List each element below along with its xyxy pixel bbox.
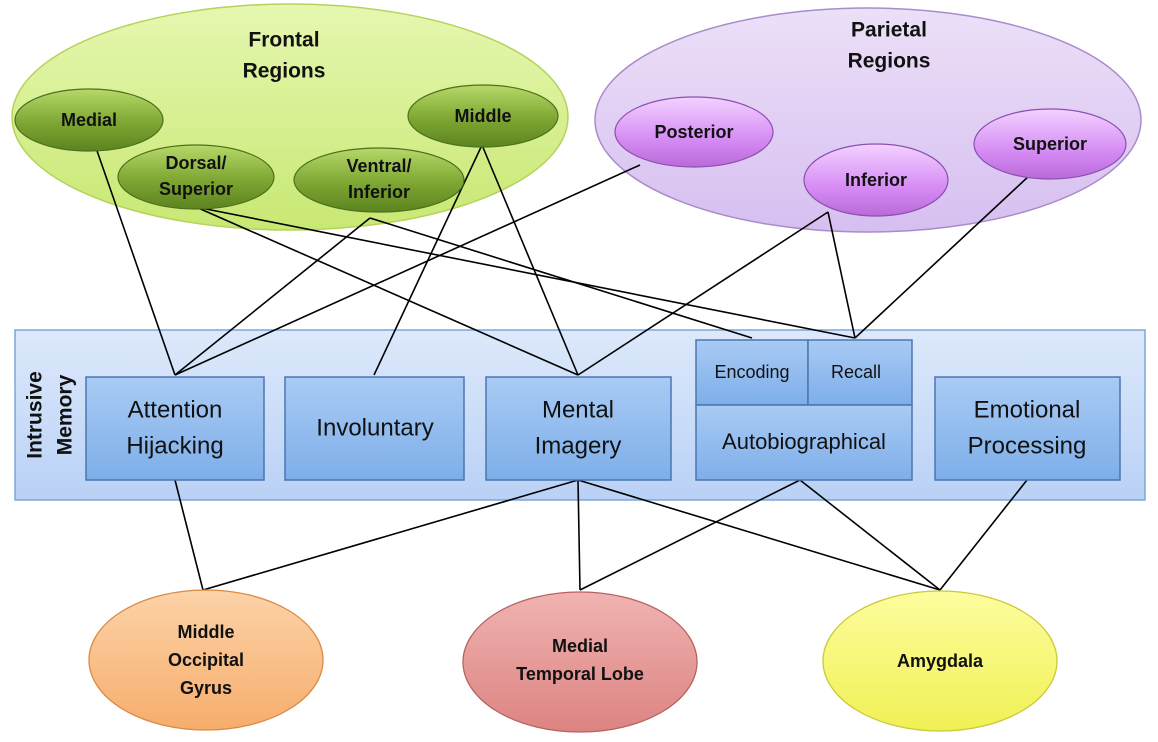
line-superior-recall xyxy=(854,174,1031,339)
line-medial-attention xyxy=(94,144,176,376)
temporal-label-1: Medial xyxy=(552,636,608,656)
encoding-label: Encoding xyxy=(714,362,789,382)
box-recall: Recall xyxy=(807,339,913,406)
frontal-node-medial: Medial xyxy=(14,88,164,152)
frontal-ventral-label-2: Inferior xyxy=(348,182,410,202)
parietal-title-line1: Parietal xyxy=(851,19,927,42)
mental-label-2: Imagery xyxy=(535,432,622,459)
box-mental-imagery: Mental Imagery xyxy=(485,376,672,481)
parietal-inferior-label: Inferior xyxy=(845,170,907,190)
temporal-label-2: Temporal Lobe xyxy=(516,664,644,684)
line-attention-occipital xyxy=(174,479,204,591)
amygdala-label: Amygdala xyxy=(897,651,984,671)
involuntary-label: Involuntary xyxy=(316,414,433,441)
emotional-label-2: Processing xyxy=(968,432,1087,459)
frontal-dorsal-label-2: Superior xyxy=(159,179,233,199)
line-inferior-mental xyxy=(577,211,829,376)
recall-label: Recall xyxy=(831,362,881,382)
line-middle-mental xyxy=(481,144,579,376)
parietal-regions-ellipse xyxy=(594,7,1142,233)
frontal-middle-label: Middle xyxy=(455,106,512,126)
box-involuntary: Involuntary xyxy=(284,376,465,481)
node-middle-occipital-gyrus: Middle Occipital Gyrus xyxy=(88,589,324,731)
parietal-title-line2: Regions xyxy=(848,50,931,73)
autobiographical-label: Autobiographical xyxy=(722,429,886,454)
line-mental-occipital xyxy=(202,479,579,591)
line-ventral-attention xyxy=(174,217,371,376)
frontal-title-line1: Frontal xyxy=(248,29,319,52)
intrusive-memory-line1: Intrusive xyxy=(24,371,47,459)
frontal-ventral-label-1: Ventral/ xyxy=(346,156,411,176)
frontal-node-middle: Middle xyxy=(407,84,559,148)
occipital-label-2: Occipital xyxy=(168,650,244,670)
line-posterior-attention xyxy=(174,164,641,376)
line-autobio-amygdala xyxy=(799,479,941,591)
occipital-label-1: Middle xyxy=(178,622,235,642)
mental-label-1: Mental xyxy=(542,396,614,423)
attention-label-2: Hijacking xyxy=(126,432,223,459)
parietal-node-posterior: Posterior xyxy=(614,96,774,168)
intrusive-memory-label: Intrusive Memory xyxy=(24,371,77,459)
frontal-title-line2: Regions xyxy=(243,60,326,83)
connection-lines xyxy=(94,144,1031,591)
frontal-dorsal-label-1: Dorsal/ xyxy=(165,153,226,173)
line-ventral-encoding xyxy=(369,217,753,339)
attention-label-1: Attention xyxy=(128,396,223,423)
node-medial-temporal-lobe: Medial Temporal Lobe xyxy=(462,591,698,733)
occipital-label-3: Gyrus xyxy=(180,678,232,698)
parietal-superior-label: Superior xyxy=(1013,134,1087,154)
parietal-node-superior: Superior xyxy=(973,108,1127,180)
line-emotional-amygdala xyxy=(939,479,1028,591)
line-dorsal-recall xyxy=(195,206,856,339)
box-autobiographical: Autobiographical xyxy=(695,404,913,481)
intrusive-memory-line2: Memory xyxy=(54,374,77,455)
box-attention-hijacking: Attention Hijacking xyxy=(85,376,265,481)
box-encoding: Encoding xyxy=(695,339,809,406)
line-inferior-recall xyxy=(827,211,856,339)
parietal-node-inferior: Inferior xyxy=(803,143,949,217)
parietal-posterior-label: Posterior xyxy=(654,122,733,142)
line-autobio-temporal xyxy=(579,479,801,591)
emotional-label-1: Emotional xyxy=(974,396,1081,423)
frontal-node-ventral-inferior: Ventral/ Inferior xyxy=(293,147,465,213)
node-amygdala: Amygdala xyxy=(822,590,1058,732)
line-mental-amygdala xyxy=(577,479,941,591)
box-emotional-processing: Emotional Processing xyxy=(934,376,1121,481)
frontal-medial-label: Medial xyxy=(61,110,117,130)
line-mental-temporal xyxy=(577,479,581,591)
frontal-node-dorsal-superior: Dorsal/ Superior xyxy=(117,144,275,210)
line-dorsal-mental xyxy=(195,206,579,376)
